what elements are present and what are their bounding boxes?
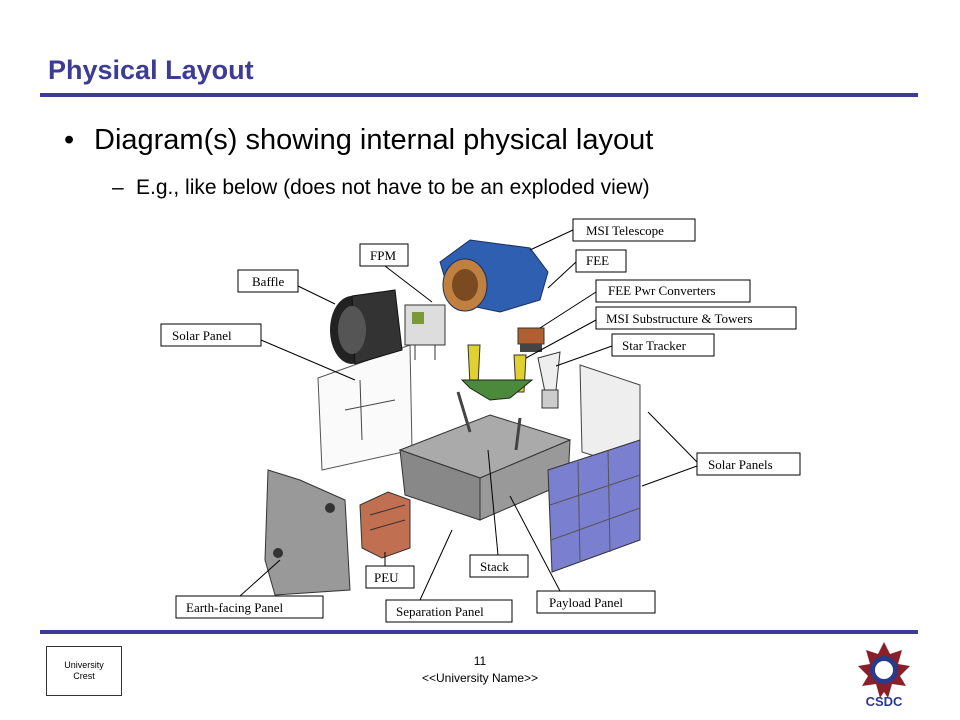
label-stack: Stack xyxy=(469,449,529,578)
fpm-part xyxy=(404,304,446,360)
label-msi-telescope-text: MSI Telescope xyxy=(586,223,664,238)
fee-part xyxy=(517,327,545,352)
title-rule xyxy=(40,93,918,97)
crest-line1: University xyxy=(64,660,104,670)
blue-solar-panel-part xyxy=(547,439,641,573)
label-solar-panel: Solar Panel xyxy=(160,323,356,381)
label-fpm-text: FPM xyxy=(370,248,396,263)
university-crest-placeholder: University Crest xyxy=(46,646,122,696)
label-fee-text: FEE xyxy=(586,253,609,268)
label-msi-telescope: MSI Telescope xyxy=(529,218,696,251)
baffle-part xyxy=(330,289,403,365)
label-earth-panel: Earth-facing Panel xyxy=(175,559,324,619)
label-peu-text: PEU xyxy=(374,570,399,585)
university-name: <<University Name>> xyxy=(421,671,539,685)
label-solar-panels-text: Solar Panels xyxy=(708,457,773,472)
footer-rule xyxy=(40,630,918,634)
msi-substructure-part xyxy=(460,344,534,401)
label-separation-panel-text: Separation Panel xyxy=(396,604,484,619)
bullet-dot: • xyxy=(64,124,75,156)
central-body-part xyxy=(398,391,572,521)
label-solar-panel-text: Solar Panel xyxy=(172,328,232,343)
bullet-text: Diagram(s) showing internal physical lay… xyxy=(94,124,654,156)
label-fee: FEE xyxy=(547,249,627,289)
label-fee-pwr: FEE Pwr Converters xyxy=(539,279,751,329)
label-star-tracker: Star Tracker xyxy=(555,333,715,367)
sub-bullet-text: E.g., like below (does not have to be an… xyxy=(136,176,650,199)
label-msi-sub: MSI Substructure & Towers xyxy=(525,306,797,359)
bullet-main: • Diagram(s) showing internal physical la… xyxy=(64,124,653,157)
label-fee-pwr-text: FEE Pwr Converters xyxy=(608,283,716,298)
label-payload-panel-text: Payload Panel xyxy=(549,595,623,610)
label-solar-panels: Solar Panels xyxy=(641,411,801,487)
label-peu: PEU xyxy=(365,552,415,589)
label-fpm: FPM xyxy=(359,243,433,303)
sub-bullet-dash: – xyxy=(112,176,124,199)
label-msi-sub-text: MSI Substructure & Towers xyxy=(606,311,753,326)
label-earth-panel-text: Earth-facing Panel xyxy=(186,600,283,615)
star-tracker-part xyxy=(537,351,561,409)
slide-title: Physical Layout xyxy=(48,55,254,85)
earth-panel-part xyxy=(264,469,351,596)
label-payload-panel: Payload Panel xyxy=(509,495,656,614)
peu-part xyxy=(359,491,411,559)
label-separation-panel: Separation Panel xyxy=(385,529,513,623)
csdc-logo: CSDC xyxy=(858,642,910,708)
page-number: 11 xyxy=(473,654,487,668)
logo-text: CSDC xyxy=(866,694,903,708)
label-stack-text: Stack xyxy=(480,559,509,574)
telescope-part xyxy=(439,239,549,313)
label-baffle-text: Baffle xyxy=(252,274,284,289)
label-baffle: Baffle xyxy=(237,269,336,305)
label-star-tracker-text: Star Tracker xyxy=(622,338,687,353)
crest-line2: Crest xyxy=(73,671,95,681)
left-solar-panel-part xyxy=(317,344,413,471)
sub-bullet: –E.g., like below (does not have to be a… xyxy=(112,176,650,200)
